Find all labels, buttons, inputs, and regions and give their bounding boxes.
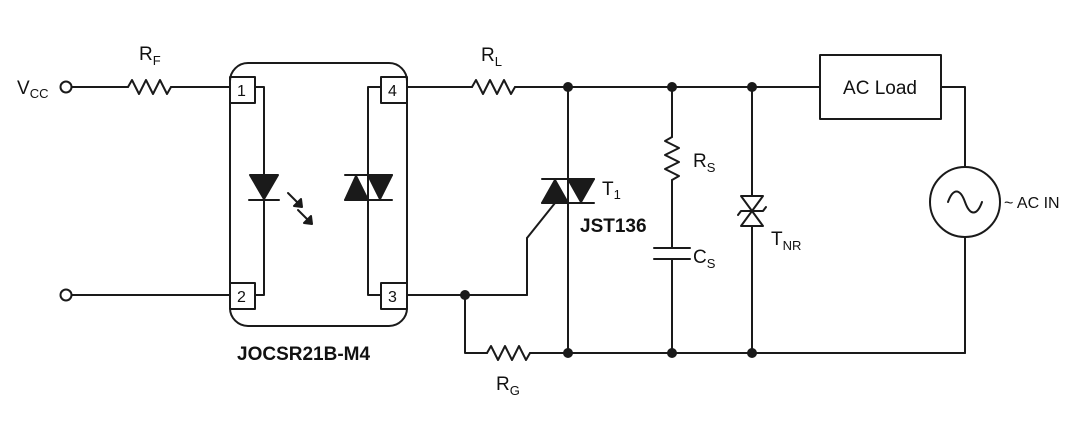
- phototriac-icon-b: [367, 174, 393, 200]
- junction-dots: [460, 82, 757, 358]
- junction-dot: [747, 348, 757, 358]
- phototriac-wire: [367, 86, 382, 296]
- light-arrow-1-head: [293, 198, 303, 208]
- triac-label: T1: [602, 179, 621, 202]
- ac-in-label: ~ AC IN: [1004, 195, 1060, 212]
- vcc-terminal: [59, 80, 73, 94]
- junction-dot: [747, 82, 757, 92]
- junction-dot: [667, 82, 677, 92]
- optocoupler-part-number: JOCSR21B-M4: [237, 344, 370, 365]
- led-icon: [249, 174, 279, 200]
- resistor-rl: [471, 79, 516, 95]
- triac-gate-lead: [526, 202, 556, 239]
- cs-label: CS: [693, 247, 716, 271]
- junction-dot: [667, 348, 677, 358]
- resistor-rg: [486, 345, 531, 361]
- pin-3-label: 3: [388, 289, 397, 306]
- junction-dot: [460, 290, 470, 300]
- rg-label: RG: [496, 374, 520, 398]
- pin4-box: [380, 76, 408, 104]
- junction-dot: [563, 348, 573, 358]
- pin-2-label: 2: [237, 289, 246, 306]
- phototriac-icon-a: [344, 175, 369, 201]
- tvs-bar: [737, 206, 767, 216]
- rf-label: RF: [139, 44, 161, 68]
- tvs-icon-down: [740, 210, 764, 227]
- light-arrow-2-head: [303, 215, 313, 225]
- pin1-box: [229, 76, 256, 104]
- ac-load-label: AC Load: [843, 78, 917, 99]
- wire-load-source: [940, 86, 966, 168]
- triac-icon-b: [567, 178, 595, 203]
- rl-label: RL: [481, 45, 502, 69]
- ac-sine-icon: [947, 190, 983, 214]
- pin-4-label: 4: [388, 83, 397, 100]
- wire-rg-left: [464, 294, 488, 354]
- pin-1-label: 1: [237, 83, 246, 100]
- tvs-label: TNR: [771, 229, 801, 253]
- resistor-rf: [127, 79, 172, 95]
- triac-part-number: JST136: [580, 216, 647, 237]
- rs-label: RS: [693, 151, 716, 175]
- ground-terminal: [59, 288, 73, 302]
- triac-icon-a: [541, 179, 569, 204]
- optocoupler-body: [229, 62, 408, 327]
- tvs-icon-up: [740, 195, 764, 212]
- resistor-rs: [664, 136, 680, 181]
- vcc-label: VCC: [17, 78, 48, 101]
- junction-dot: [563, 82, 573, 92]
